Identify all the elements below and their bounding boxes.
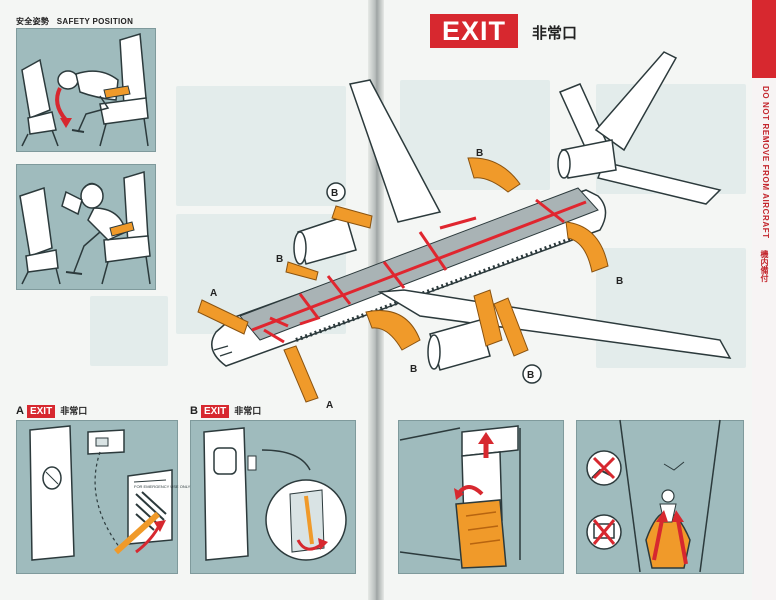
brace-figure-1 [21,33,149,147]
diagram-label-a-rear: A [326,400,333,411]
placard-text-a: FOR EMERGENCY USE ONLY [134,484,191,489]
exit-a-jp: 非常口 [60,406,88,416]
exit-b-letter: B [190,405,198,417]
diagram-label-b-circle-2: B [527,370,534,381]
exit-b-badge: EXIT [200,405,230,418]
diagram-label-a-front: A [210,288,217,299]
safety-position-title: 安全姿勢 SAFETY POSITION [16,16,133,27]
safety-position-title-jp: 安全姿勢 [16,17,50,26]
exit-b-illustration [203,427,347,561]
do-not-remove-note: DO NOT REMOVE FROM AIRCRAFT [761,86,770,239]
safety-position-title-en: SAFETY POSITION [56,17,134,26]
edge-strip [752,0,776,600]
exit-b-jp: 非常口 [234,406,262,416]
diagram-label-b-right: B [616,276,623,287]
diagram-label-b-bottom: B [410,364,417,375]
ghost-panel [176,86,346,206]
ghost-panel [90,296,168,366]
brace-figure-2 [19,171,151,285]
diagram-label-b-circle-1: B [331,188,338,199]
diagram-label-b-top: B [476,148,483,159]
door-open-illustration [399,425,521,569]
exit-a-badge: EXIT [26,405,56,418]
exit-a-illustration [29,425,173,561]
aircraft-diagram [197,51,732,403]
slide-jump-illustration [586,419,721,573]
diagram-label-b-left: B [276,254,283,265]
exit-heading-badge: EXIT [430,14,518,48]
exit-a-letter: A [16,405,24,417]
exit-heading-jp: 非常口 [532,25,578,42]
do-not-remove-note-jp: 機内備付 [760,250,769,282]
edge-red-tab [752,0,776,78]
